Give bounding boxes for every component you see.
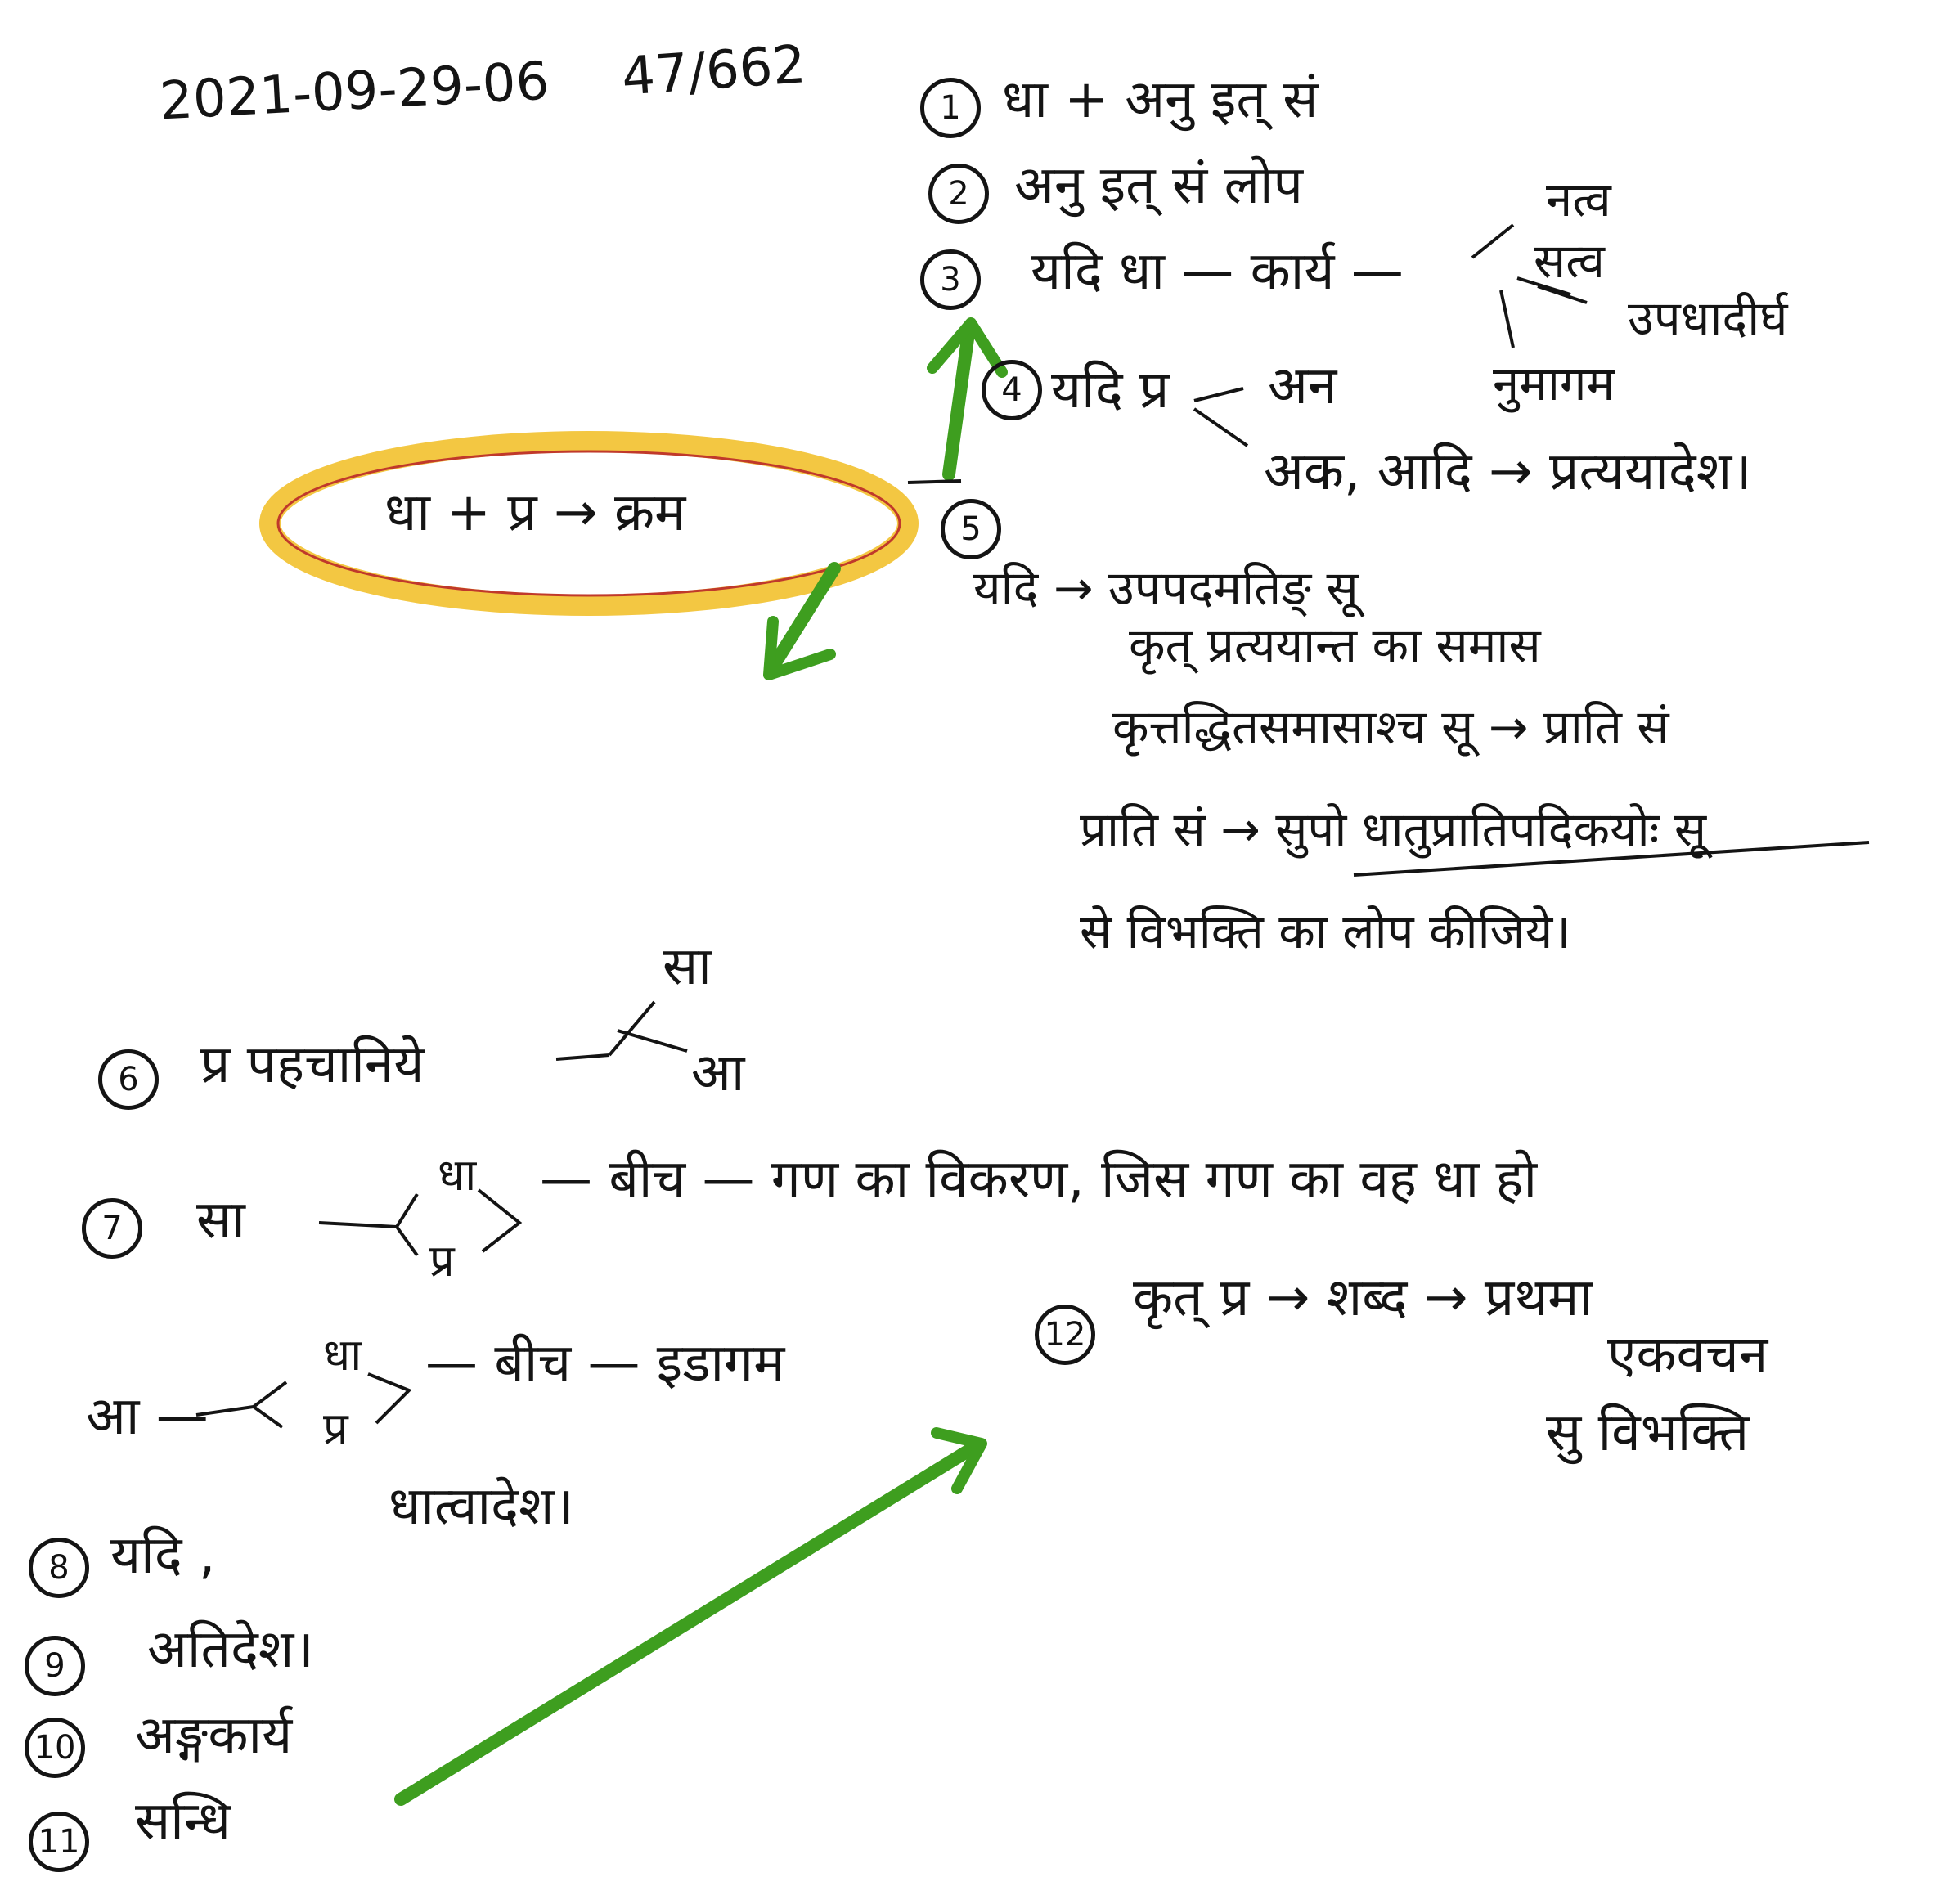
step3-branch-upadha bbox=[1537, 285, 1588, 304]
step-number-7: 7 bbox=[82, 1198, 142, 1259]
step-number-9: 9 bbox=[25, 1636, 85, 1696]
step-7-pra: प्र bbox=[429, 1235, 455, 1287]
center-formula: धा + प्र → क्रम bbox=[384, 483, 686, 543]
step7-bracket-right bbox=[477, 1188, 523, 1253]
step-number-5: 5 bbox=[941, 499, 1001, 559]
step-11-text: सन्धि bbox=[135, 1791, 231, 1852]
page-reference: 47/662 bbox=[619, 34, 808, 108]
aa-line-pra: प्र bbox=[323, 1403, 348, 1454]
step3-branch-down bbox=[1499, 290, 1515, 348]
step-3-satva: सत्व bbox=[1534, 233, 1605, 289]
aa-line-dhatvadesha: धात्वादेश। bbox=[389, 1476, 574, 1537]
step3-branch-up bbox=[1471, 223, 1515, 259]
step-4-text: यदि प्र bbox=[1051, 360, 1170, 420]
step-3-natva: नत्व bbox=[1546, 172, 1611, 227]
step-8-text: यदि , bbox=[110, 1525, 216, 1586]
step-7-dha: धा bbox=[438, 1149, 477, 1201]
step-5-line-5: से विभक्ति का लोप कीजिये। bbox=[1080, 904, 1571, 959]
step-7-rest: — बीच — गण का विकरण, जिस गण का वह धा हो bbox=[540, 1149, 1538, 1210]
step-6-text: प्र पहचानिये bbox=[200, 1035, 425, 1095]
aa-bracket-left bbox=[195, 1381, 288, 1429]
step7-bracket-left bbox=[318, 1192, 419, 1257]
aa-bracket-right bbox=[367, 1372, 412, 1425]
step-12-su-vibhakti: सु विभक्ति bbox=[1546, 1403, 1750, 1463]
step6-dash bbox=[555, 1053, 610, 1061]
green-arrow-up bbox=[942, 321, 976, 481]
highlight-ellipse bbox=[259, 431, 919, 616]
green-arrow-long bbox=[394, 1441, 980, 1806]
step-10-text: अङ्गकार्य bbox=[135, 1705, 293, 1766]
step-12-text: कृत् प्र → शब्द → प्रथमा bbox=[1133, 1268, 1593, 1328]
step-5-line-1: यदि → उपपदमतिङ् सू bbox=[973, 560, 1359, 616]
aa-line-dha: धा bbox=[323, 1329, 362, 1381]
step-3-upadhadirgha: उपधादीर्घ bbox=[1628, 290, 1788, 346]
step-number-6: 6 bbox=[98, 1049, 159, 1110]
step4-branch-down bbox=[1193, 407, 1249, 447]
step-number-3: 3 bbox=[920, 249, 981, 310]
step-5-line-4: प्राति सं → सुपो धातुप्रातिपदिकयोः सू bbox=[1080, 802, 1707, 857]
green-arrow-up-head bbox=[927, 317, 1008, 378]
step-4-ana: अन bbox=[1268, 356, 1337, 416]
step5-underline bbox=[1353, 841, 1870, 877]
step-number-1: 1 bbox=[920, 78, 981, 138]
ellipse-red-outline bbox=[276, 450, 901, 597]
step-2-text: अनु इत् सं लोप bbox=[1014, 155, 1303, 216]
step4-branch-up bbox=[1193, 387, 1244, 402]
step-number-11: 11 bbox=[29, 1812, 89, 1872]
aa-line-aa: आ — bbox=[86, 1386, 209, 1447]
step-6-sa: सा bbox=[663, 936, 712, 997]
step-number-10: 10 bbox=[25, 1718, 85, 1778]
step3-branch-mid bbox=[1516, 276, 1571, 296]
connector-to-5 bbox=[907, 479, 962, 484]
step-1-text: धा + अनु इत् सं bbox=[1002, 70, 1319, 130]
step-number-8: 8 bbox=[29, 1538, 89, 1598]
green-arrow-long-head bbox=[931, 1427, 987, 1494]
step-number-12: 12 bbox=[1035, 1305, 1095, 1365]
step-number-2: 2 bbox=[928, 164, 989, 224]
green-arrow-down-head bbox=[763, 616, 836, 680]
step-number-4: 4 bbox=[982, 360, 1042, 420]
step-5-line-3: कृत्तद्धितसमासाश्च सू → प्राति सं bbox=[1112, 699, 1669, 755]
step-12-ekavachana: एकवचन bbox=[1607, 1325, 1768, 1385]
step-3-numagama: नुमागम bbox=[1493, 356, 1615, 411]
step-3-text: यदि धा — कार्य — bbox=[1031, 241, 1404, 302]
step-4-aka: अक, आदि → प्रत्ययादेश। bbox=[1264, 442, 1752, 502]
step-6-aa: आ bbox=[691, 1043, 745, 1103]
step-5-line-2: कृत् प्रत्ययान्त का समास bbox=[1129, 617, 1541, 673]
step-7-text: सा bbox=[196, 1190, 245, 1251]
step6-branch-down bbox=[617, 1029, 688, 1053]
green-arrow-down bbox=[766, 562, 841, 673]
step6-branch-up bbox=[608, 1000, 656, 1057]
step-9-text: अतिदेश। bbox=[147, 1619, 314, 1680]
aa-line-rest: — बीच — इडागम bbox=[425, 1333, 785, 1394]
